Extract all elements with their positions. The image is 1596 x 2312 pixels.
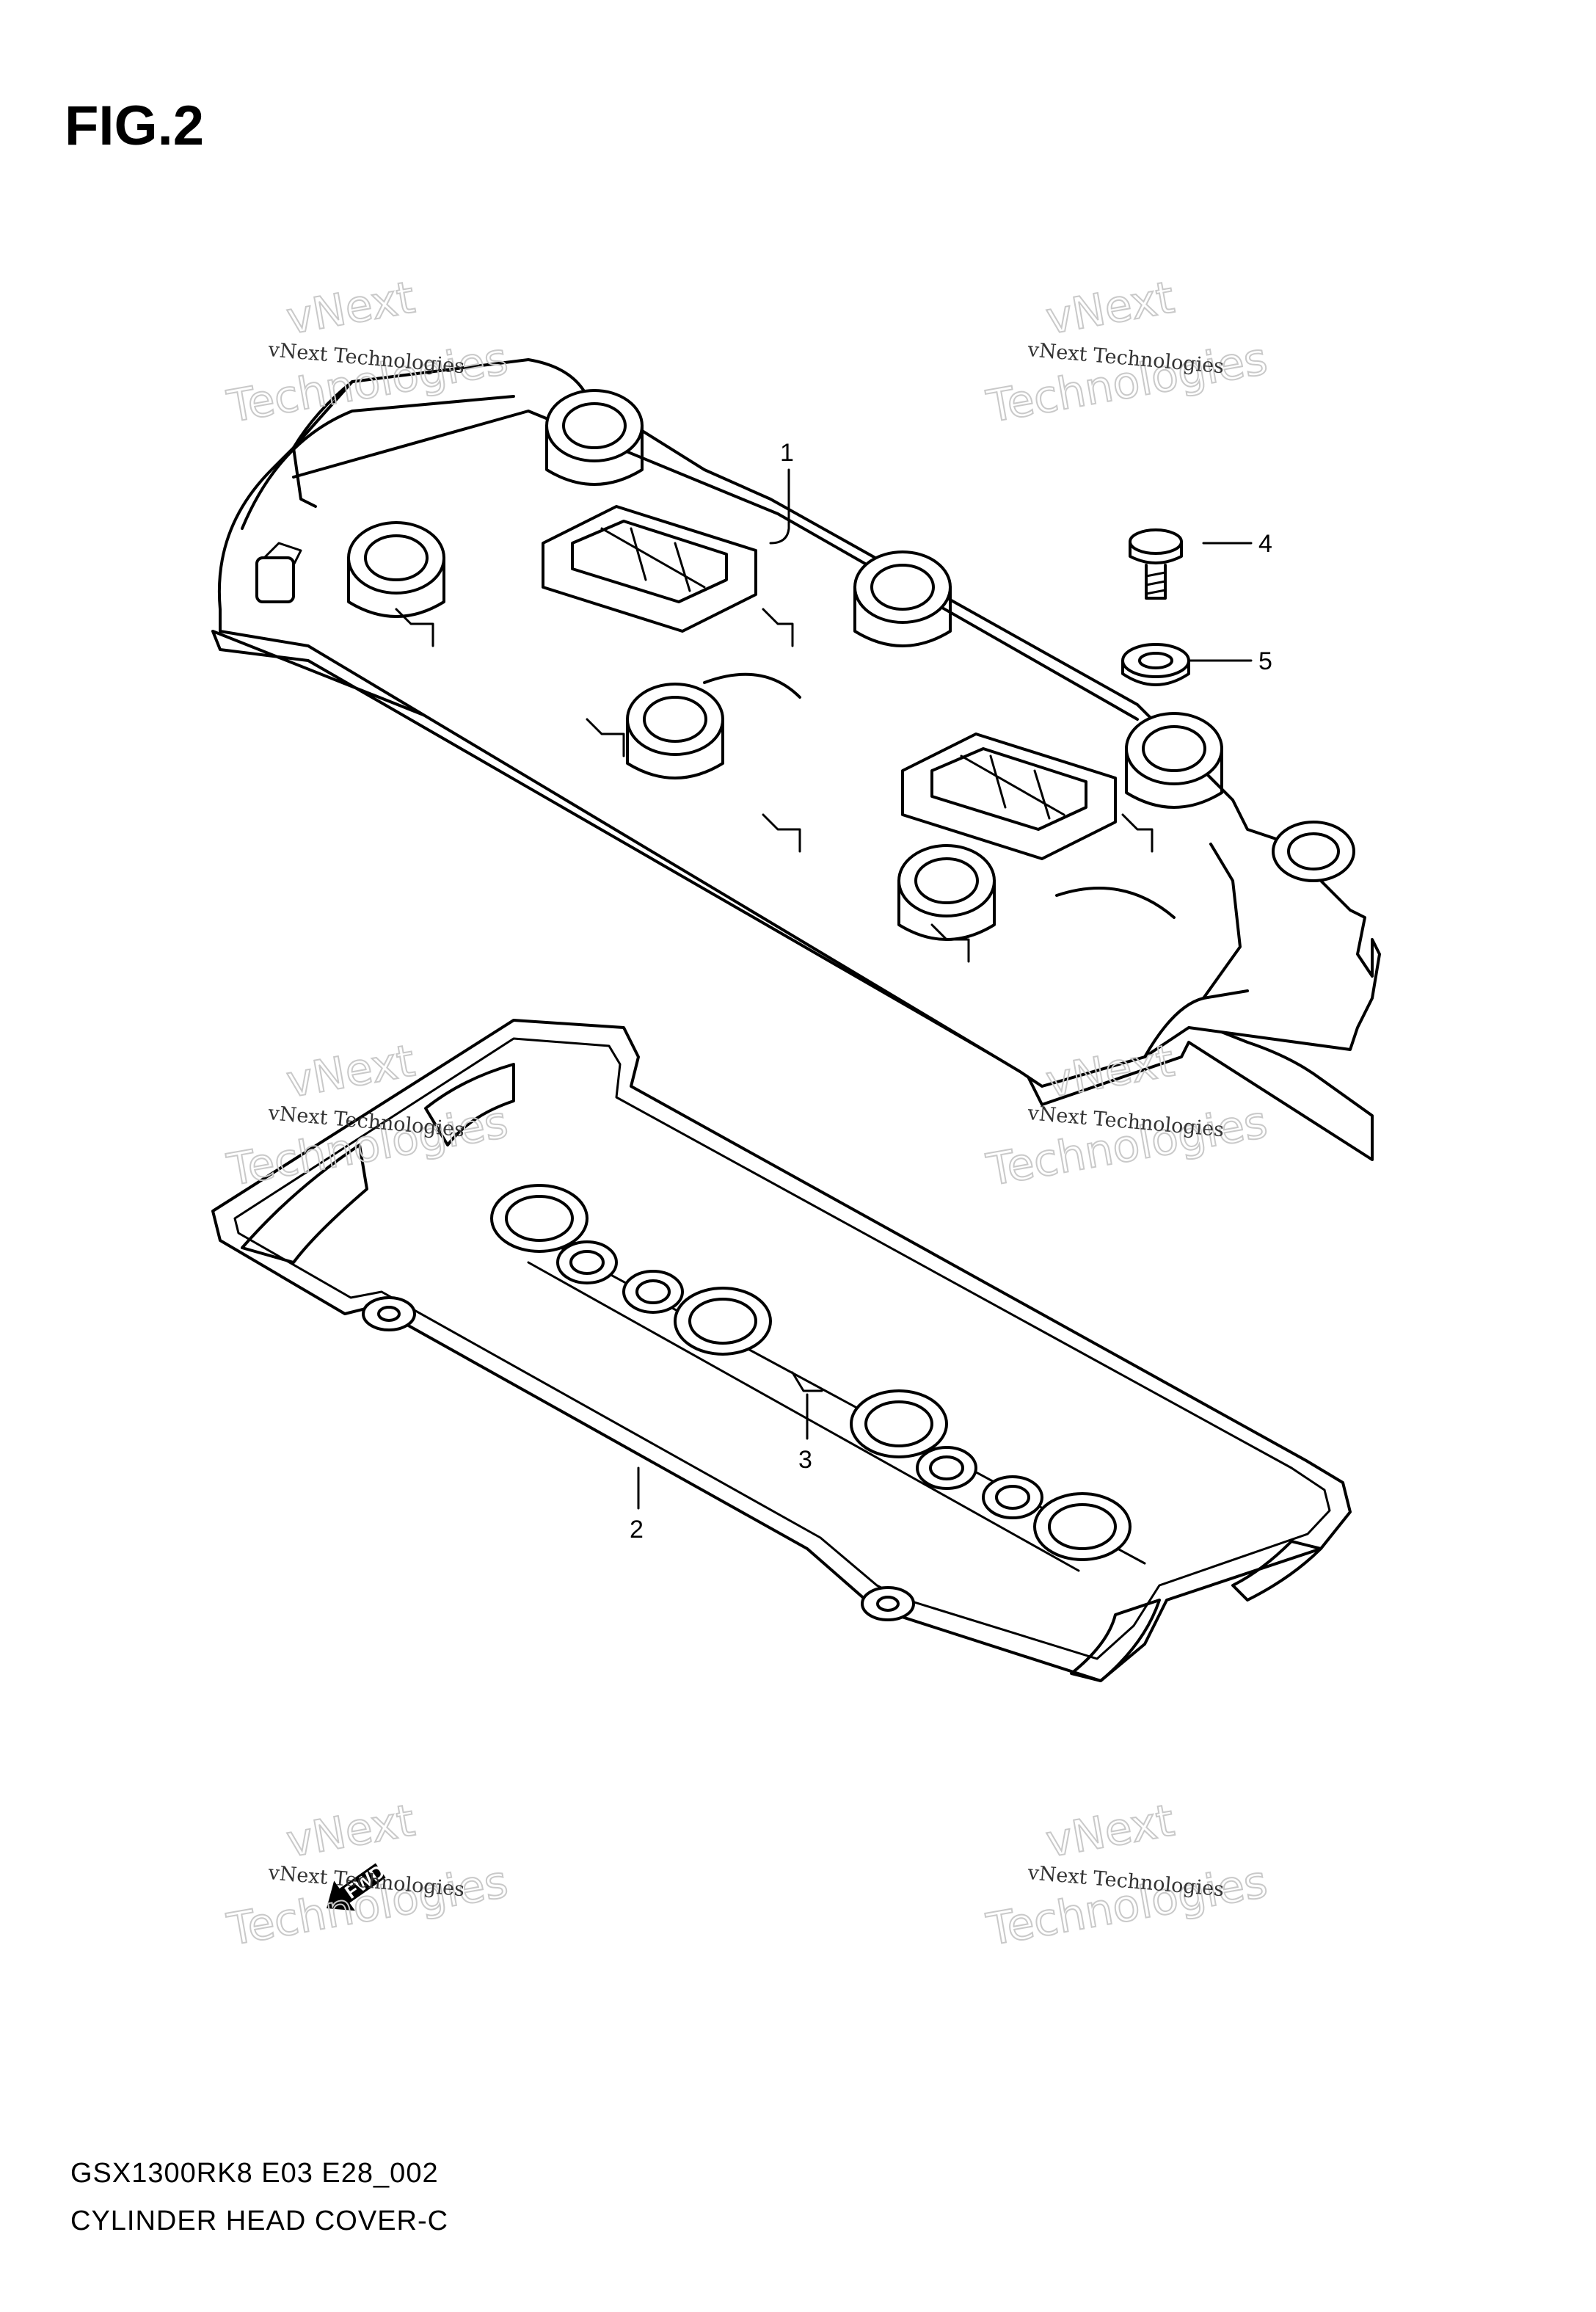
section-name: CYLINDER HEAD COVER-C — [70, 2206, 449, 2236]
svg-text:vNext: vNext — [283, 1795, 418, 1867]
watermark-bottom-right: vNext Technologies vNext Technologies — [982, 1794, 1272, 1957]
callout-leaders — [637, 468, 1253, 1510]
svg-text:vNext: vNext — [283, 272, 418, 344]
grommet-part[interactable] — [1121, 643, 1190, 686]
figure-title: FIG.2 — [65, 95, 205, 157]
watermark-mid-left: vNext Technologies vNext Technologies — [222, 1034, 512, 1197]
svg-text:vNext: vNext — [1042, 272, 1178, 344]
plug-hole-gasket-part[interactable] — [490, 1184, 1146, 1572]
cover-gasket-part[interactable] — [211, 1019, 1352, 1682]
watermark-bottom-left: vNext Technologies vNext Technologies — [222, 1794, 512, 1957]
bolt-part[interactable] — [1129, 528, 1183, 600]
svg-text:vNext: vNext — [1042, 1795, 1178, 1867]
watermark-top-right: vNext Technologies vNext Technologies — [982, 271, 1272, 434]
svg-text:vNext: vNext — [283, 1035, 418, 1108]
callout-5: 5 — [1258, 647, 1272, 675]
callout-2: 2 — [630, 1516, 644, 1544]
callout-1: 1 — [780, 439, 794, 467]
model-code: GSX1300RK8 E03 E28_002 — [70, 2158, 439, 2189]
cylinder-head-cover-part[interactable] — [211, 358, 1381, 1161]
callout-3: 3 — [798, 1446, 812, 1474]
callout-4: 4 — [1258, 530, 1272, 558]
